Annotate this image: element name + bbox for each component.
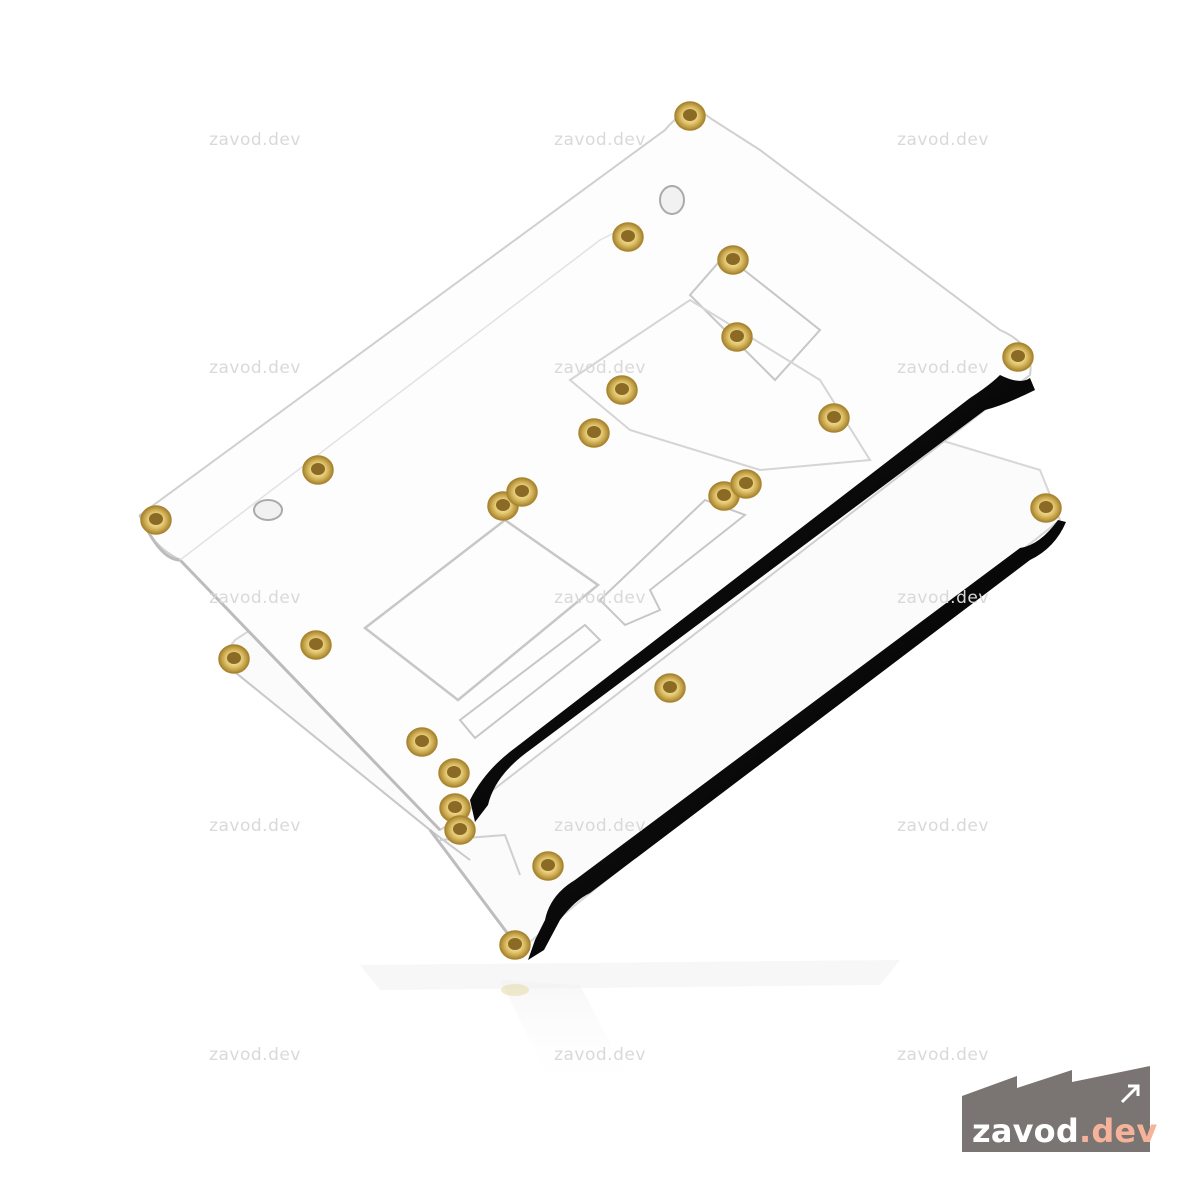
standoff <box>578 418 610 448</box>
standoff <box>674 101 706 131</box>
standoff <box>730 469 762 499</box>
standoff <box>302 455 334 485</box>
arrow-icon <box>1120 1084 1140 1104</box>
watermark-text: zavod.dev <box>897 588 989 608</box>
standoff <box>818 403 850 433</box>
standoff <box>532 851 564 881</box>
floor-reflection <box>360 960 900 1100</box>
standoff <box>438 758 470 788</box>
watermark-text: zavod.dev <box>897 1045 989 1065</box>
watermark-text: zavod.dev <box>209 1045 301 1065</box>
factory-roof <box>962 1066 1150 1152</box>
bottom-plate-edge <box>528 520 1066 960</box>
watermark-text: zavod.dev <box>209 588 301 608</box>
stepped-cutout <box>598 498 748 627</box>
standoff <box>499 930 531 960</box>
standoff <box>612 222 644 252</box>
watermark-text: zavod.dev <box>554 1045 646 1065</box>
standoff <box>300 630 332 660</box>
watermark-text: zavod.dev <box>209 130 301 150</box>
standoff <box>606 375 638 405</box>
watermark-text: zavod.dev <box>554 588 646 608</box>
standoff <box>444 815 476 845</box>
brass-standoffs <box>140 101 1062 960</box>
watermark-text: zavod.dev <box>554 358 646 378</box>
standoff <box>1030 493 1062 523</box>
standoff <box>140 505 172 535</box>
watermark-text: zavod.dev <box>554 816 646 836</box>
watermark-text: zavod.dev <box>897 130 989 150</box>
standoff <box>406 727 438 757</box>
watermark-text: zavod.dev <box>554 130 646 150</box>
standoff <box>717 245 749 275</box>
slot-cutout <box>458 623 602 740</box>
logo-tld: .dev <box>1078 1112 1158 1150</box>
large-cutout <box>568 298 872 472</box>
watermark-text: zavod.dev <box>897 816 989 836</box>
rect-cutout <box>362 518 601 702</box>
watermark-text: zavod.dev <box>897 358 989 378</box>
watermark-text: zavod.dev <box>209 358 301 378</box>
logo-text: zavod.dev <box>972 1112 1157 1150</box>
standoff <box>1002 342 1034 372</box>
standoff <box>506 477 538 507</box>
watermark-text: zavod.dev <box>209 816 301 836</box>
standoff <box>721 322 753 352</box>
standoff <box>218 644 250 674</box>
standoff <box>654 673 686 703</box>
logo-box <box>962 1066 1150 1152</box>
logo-name: zavod <box>972 1112 1079 1150</box>
